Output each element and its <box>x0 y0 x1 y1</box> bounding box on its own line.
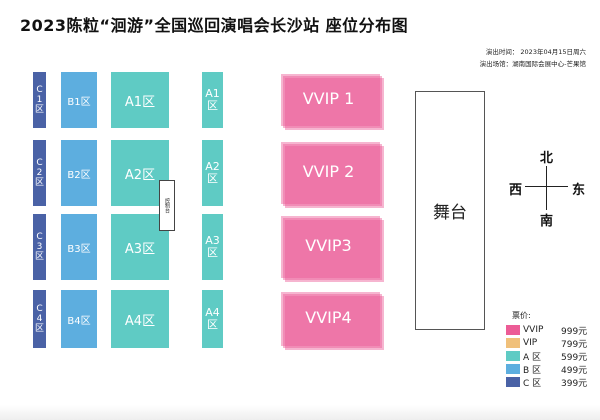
section-a-4[interactable]: A4区 <box>111 290 169 348</box>
section-b-3[interactable]: B3区 <box>61 214 97 280</box>
section-c-2[interactable]: C2区 <box>33 140 46 206</box>
legend-price: 999元 <box>561 326 588 337</box>
stage: 舞台 <box>415 91 485 330</box>
bottom-shade <box>0 405 600 420</box>
section-a-1[interactable]: A1区 <box>111 72 169 128</box>
compass-vertical-line <box>546 166 547 210</box>
section-vvip-3[interactable]: VVIP3 <box>305 235 352 255</box>
section-vip-4[interactable]: VIP4 <box>223 309 260 329</box>
legend-title: 票价: <box>512 311 531 320</box>
section-c-3[interactable]: C3区 <box>33 214 46 280</box>
vvip-shadow-edge <box>283 218 382 280</box>
vvip-shadow-edge <box>285 296 384 350</box>
legend-name: C 区 <box>523 378 542 389</box>
section-c-1[interactable]: C1区 <box>33 72 46 128</box>
vvip-shadow-edge <box>285 78 384 130</box>
legend-name: VIP <box>523 338 538 348</box>
legend-price: 599元 <box>561 352 588 363</box>
section-c-4[interactable]: C4区 <box>33 290 46 348</box>
show-time: 演出时间： 2023年04月15日周六 <box>485 48 586 56</box>
legend-item: A 区 599元 <box>506 350 597 363</box>
vvip-shadow-edge <box>281 74 380 126</box>
legend-price: 499元 <box>561 365 588 376</box>
section-vip-2[interactable]: VIP2 <box>223 163 260 183</box>
section-vvip-1[interactable]: VVIP 1 <box>302 88 355 108</box>
legend-name: A 区 <box>523 352 542 363</box>
section-aa-2[interactable]: A2区 <box>202 140 223 206</box>
legend-name: B 区 <box>523 365 542 376</box>
legend-price: 799元 <box>561 339 588 350</box>
compass-south-label: 南 <box>540 214 554 229</box>
legend-price: 399元 <box>561 378 588 389</box>
vvip-shadow-edge <box>283 144 382 206</box>
page-title: 2023陈粒“洄游”全国巡回演唱会长沙站 座位分布图 <box>20 16 409 35</box>
compass-horizontal-line <box>525 186 568 187</box>
compass-east-label: 东 <box>572 183 586 198</box>
section-b-4[interactable]: B4区 <box>61 290 97 348</box>
section-vip-1[interactable]: VIP1 <box>223 90 260 110</box>
section-b-2[interactable]: B2区 <box>61 140 97 206</box>
legend-item: C 区 399元 <box>506 376 597 389</box>
vvip-shadow-edge <box>285 146 384 208</box>
legend-item: B 区 499元 <box>506 363 597 376</box>
vvip-shadow-edge <box>281 292 380 346</box>
section-aa-1[interactable]: A1区 <box>202 72 223 128</box>
vvip-shadow-edge <box>283 76 382 128</box>
section-vvip-2[interactable]: VVIP 2 <box>302 161 355 181</box>
vvip-shadow-edge <box>283 294 382 348</box>
compass-west-label: 西 <box>509 183 523 198</box>
vvip-shadow-edge <box>281 142 380 204</box>
legend-swatch <box>506 338 520 348</box>
section-aa-4[interactable]: A4区 <box>202 290 223 348</box>
legend-swatch <box>506 364 520 374</box>
compass-north-label: 北 <box>540 151 554 166</box>
console-booth: 控制台 <box>159 180 175 231</box>
vvip-shadow-edge <box>281 216 380 278</box>
legend-swatch <box>506 377 520 387</box>
legend-name: VVIP <box>523 325 544 335</box>
section-vip-3[interactable]: VIP3 <box>223 237 260 257</box>
legend-swatch <box>506 325 520 335</box>
legend-swatch <box>506 351 520 361</box>
section-aa-3[interactable]: A3区 <box>202 214 223 280</box>
vvip-shadow-edge <box>285 220 384 282</box>
show-venue: 演出场馆：湖南国际会展中心-芒果馆 <box>479 60 586 68</box>
legend-item: VVIP 999元 <box>506 324 597 337</box>
section-vvip-4[interactable]: VVIP4 <box>305 307 352 327</box>
legend-item: VIP 799元 <box>506 337 597 350</box>
section-b-1[interactable]: B1区 <box>61 72 97 128</box>
